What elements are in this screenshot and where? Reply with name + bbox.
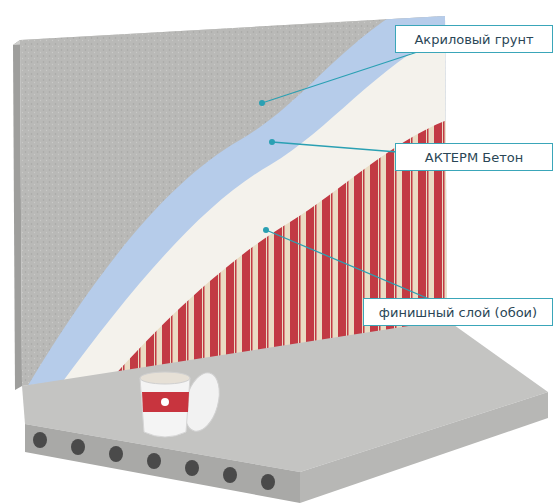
callout-box: финишный слой (обои) bbox=[363, 298, 553, 326]
callout-text: АКТЕРМ Бетон bbox=[425, 150, 523, 165]
callout-box: АКТЕРМ Бетон bbox=[395, 143, 553, 171]
callout-text: Акриловый грунт bbox=[414, 32, 533, 47]
bucket-icon bbox=[140, 369, 225, 437]
callout-box: Акриловый грунт bbox=[395, 25, 553, 53]
callout-text: финишный слой (обои) bbox=[379, 305, 537, 320]
leader-lines bbox=[259, 38, 460, 312]
